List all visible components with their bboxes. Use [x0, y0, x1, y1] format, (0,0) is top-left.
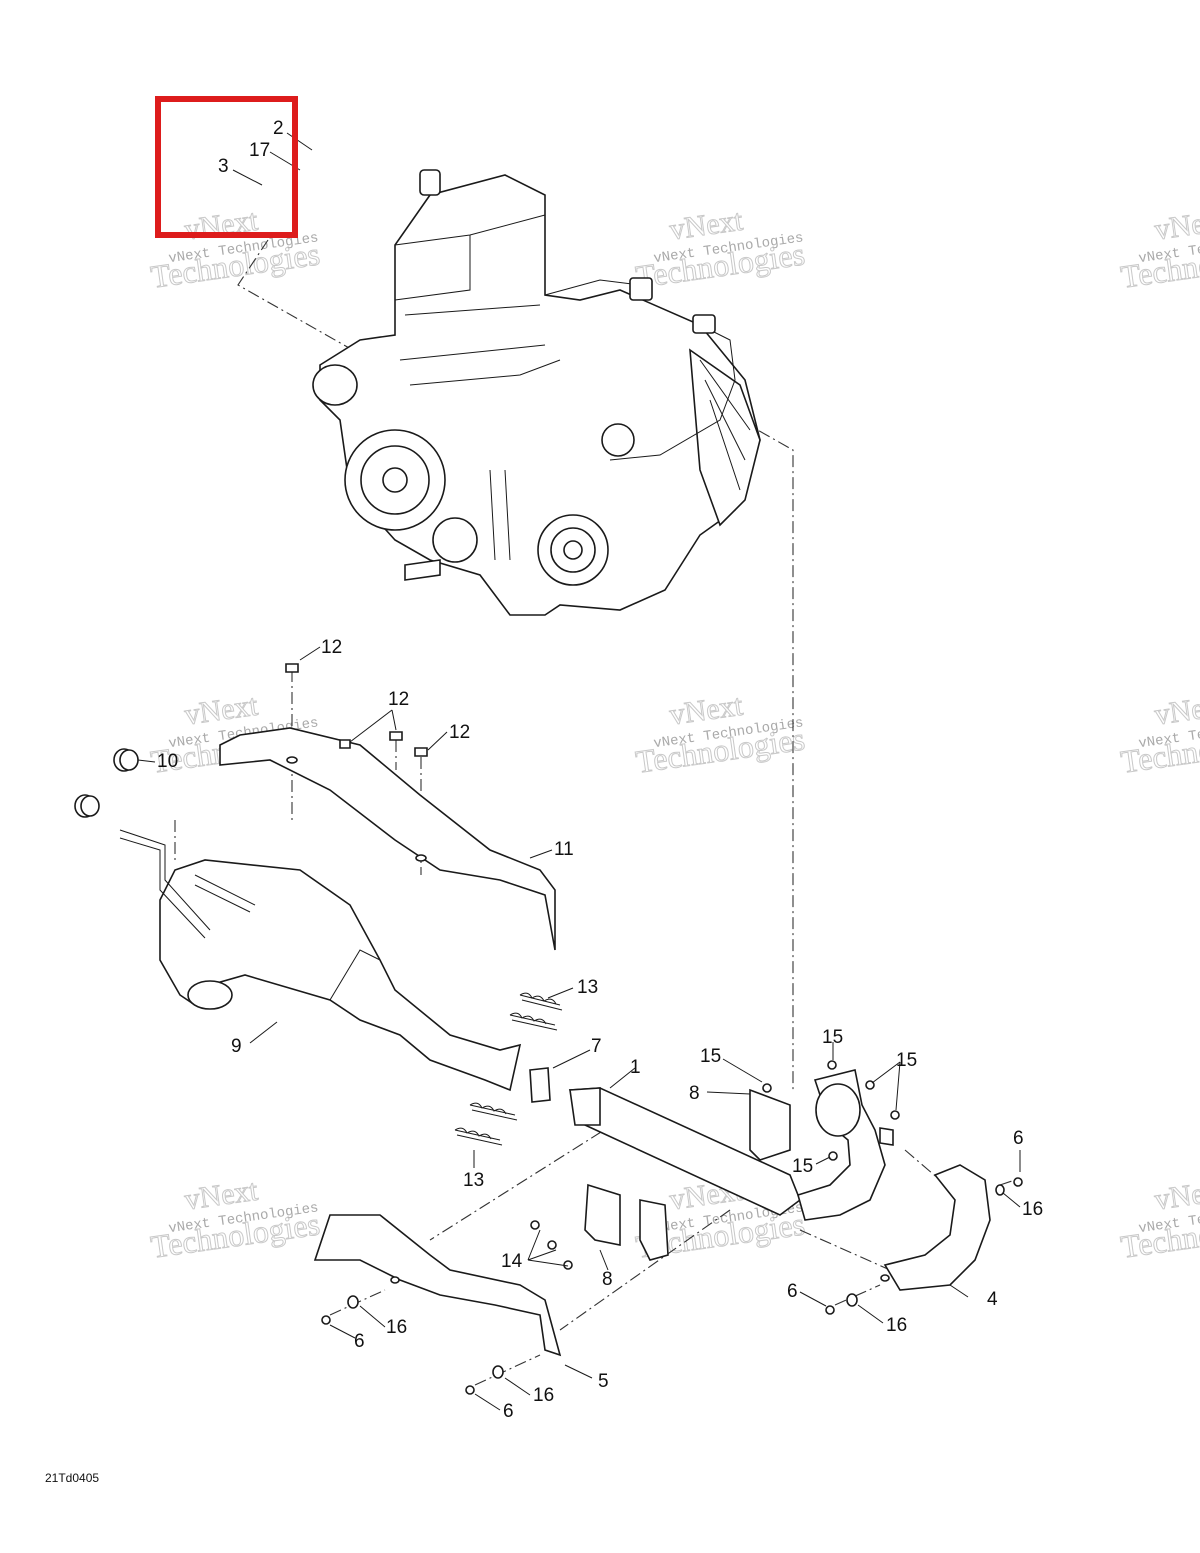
- callout-1: 1: [630, 1057, 641, 1078]
- header-pipe: [797, 1069, 894, 1221]
- callout-15: 15: [792, 1156, 813, 1177]
- callout-7: 7: [591, 1036, 602, 1057]
- callout-9: 9: [231, 1036, 242, 1057]
- bracket-8-upper: [749, 1088, 791, 1161]
- leader-lines: [137, 132, 1021, 1411]
- callout-14: 14: [501, 1251, 523, 1272]
- callout-6: 6: [503, 1401, 514, 1422]
- heat-shield-4: [883, 1164, 991, 1291]
- callout-17: 17: [249, 140, 270, 161]
- highlight-box: [155, 96, 298, 238]
- callout-12: 12: [321, 637, 342, 658]
- callout-labels: 2 17 3 12 12 12 10 11 13 7 1 9 15 15 15 …: [157, 118, 1043, 1422]
- callout-16: 16: [533, 1385, 554, 1406]
- callout-5: 5: [598, 1371, 609, 1392]
- watermark-top: vNext: [1153, 204, 1200, 247]
- callout-12: 12: [449, 722, 470, 743]
- callout-6: 6: [1013, 1128, 1024, 1149]
- callout-15: 15: [822, 1027, 843, 1048]
- grommets-10: [74, 748, 139, 818]
- callout-6: 6: [787, 1281, 798, 1302]
- callout-6: 6: [354, 1331, 365, 1352]
- bolts-and-washers: [321, 1060, 1023, 1395]
- bracket-8-lower: [584, 1183, 669, 1261]
- heat-shield-11: [219, 727, 556, 951]
- callout-16: 16: [386, 1317, 407, 1338]
- callout-3: 3: [218, 156, 229, 177]
- callout-8: 8: [602, 1269, 613, 1290]
- watermark-top: vNext: [1153, 1174, 1200, 1217]
- callout-2: 2: [273, 118, 284, 139]
- callout-16: 16: [1022, 1199, 1043, 1220]
- callout-15: 15: [896, 1050, 917, 1071]
- callout-16: 16: [886, 1315, 907, 1336]
- callout-10: 10: [157, 751, 178, 772]
- callout-13: 13: [577, 977, 598, 998]
- callout-11: 11: [554, 839, 574, 860]
- callout-13: 13: [463, 1170, 484, 1191]
- callout-15: 15: [700, 1046, 721, 1067]
- callout-8: 8: [689, 1083, 700, 1104]
- watermark-top: vNext: [1153, 689, 1200, 732]
- engine-assembly: [312, 169, 761, 616]
- springs-13: [454, 992, 563, 1146]
- nuts-12: [285, 663, 428, 757]
- sleeve-7: [529, 1067, 551, 1103]
- callout-4: 4: [987, 1289, 998, 1310]
- heat-shield-5: [313, 1214, 890, 1357]
- drawing-code: 21Td0405: [45, 1471, 99, 1485]
- muffler-9: [119, 829, 522, 1092]
- callout-12: 12: [388, 689, 409, 710]
